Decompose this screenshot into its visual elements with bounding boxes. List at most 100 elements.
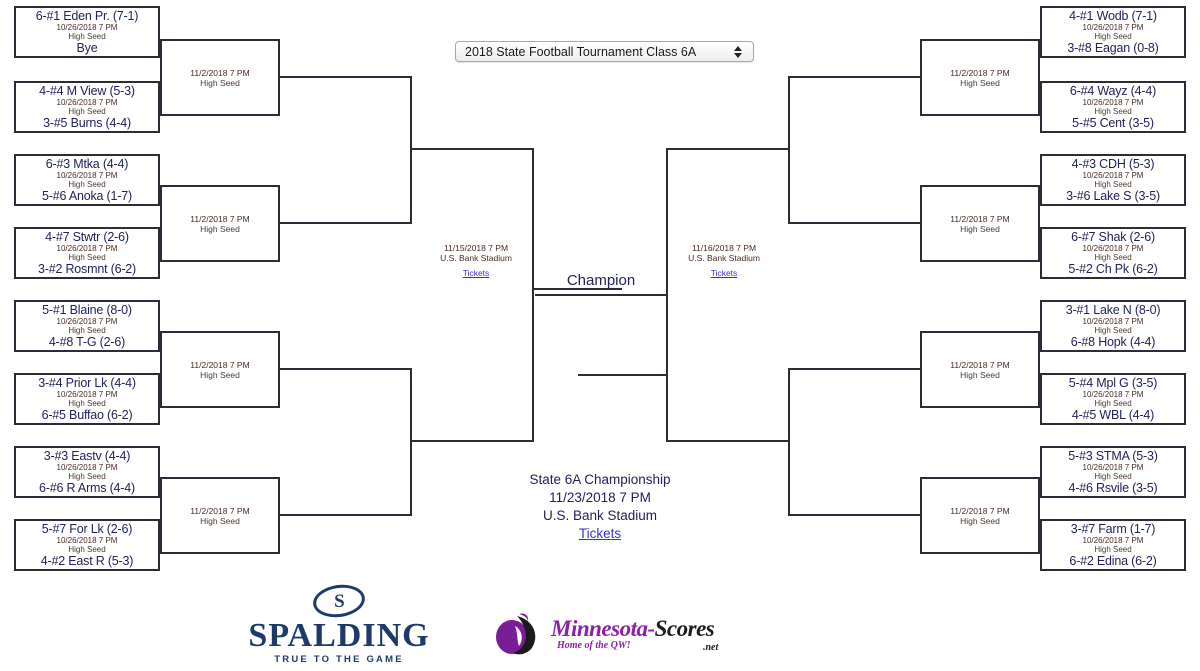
match-datetime: 10/26/2018 7 PM	[1082, 390, 1144, 399]
match-box-right-5[interactable]: 3-#1 Lake N (8-0) 10/26/2018 7 PM High S…	[1040, 300, 1186, 352]
connector-line	[788, 76, 790, 224]
championship-info: State 6A Championship 11/23/2018 7 PM U.…	[480, 471, 720, 543]
stepper-icon[interactable]	[727, 45, 753, 58]
team-top: 4-#3 CDH (5-3)	[1071, 157, 1155, 171]
connector-line	[778, 440, 790, 442]
team-top: 5-#4 Mpl G (3-5)	[1068, 376, 1158, 390]
tournament-select-value: 2018 State Football Tournament Class 6A	[465, 44, 697, 59]
team-bottom: 6-#2 Edina (6-2)	[1069, 554, 1157, 568]
match-box-left-4[interactable]: 4-#7 Stwtr (2-6) 10/26/2018 7 PM High Se…	[14, 227, 160, 279]
triangle-down-icon	[734, 52, 742, 58]
connector-line	[280, 222, 412, 224]
match-datetime: 10/26/2018 7 PM	[1082, 463, 1144, 472]
championship-title: State 6A Championship	[529, 472, 671, 487]
connector-line	[280, 76, 412, 78]
match-box-left-2[interactable]: 4-#4 M View (5-3) 10/26/2018 7 PM High S…	[14, 81, 160, 133]
tickets-link[interactable]: Tickets	[710, 268, 738, 278]
match-box-left-1[interactable]: 6-#1 Eden Pr. (7-1) 10/26/2018 7 PM High…	[14, 6, 160, 58]
spalding-ball-icon: S	[311, 581, 367, 621]
match-box-left-5[interactable]: 5-#1 Blaine (8-0) 10/26/2018 7 PM High S…	[14, 300, 160, 352]
match-datetime: 10/26/2018 7 PM	[1082, 23, 1144, 32]
match-datetime: 10/26/2018 7 PM	[56, 536, 118, 545]
match-box-right-2[interactable]: 6-#4 Wayz (4-4) 10/26/2018 7 PM High See…	[1040, 81, 1186, 133]
match-box-left-6[interactable]: 3-#4 Prior Lk (4-4) 10/26/2018 7 PM High…	[14, 373, 160, 425]
match-datetime: 11/2/2018 7 PM	[950, 359, 1010, 370]
match-box-left-7[interactable]: 3-#3 Eastv (4-4) 10/26/2018 7 PM High Se…	[14, 446, 160, 498]
team-bottom: 6-#8 Hopk (4-4)	[1070, 335, 1156, 349]
match-datetime: 11/2/2018 7 PM	[190, 213, 250, 224]
match-datetime: 10/26/2018 7 PM	[56, 244, 118, 253]
match-box-right-qf-4[interactable]: 11/2/2018 7 PM High Seed	[920, 477, 1040, 554]
connector-line	[280, 514, 412, 516]
semifinal-venue: U.S. Bank Stadium	[440, 253, 512, 263]
match-location: High Seed	[960, 369, 1000, 380]
match-datetime: 11/2/2018 7 PM	[190, 505, 250, 516]
match-box-right-qf-3[interactable]: 11/2/2018 7 PM High Seed	[920, 331, 1040, 408]
team-top: 3-#1 Lake N (8-0)	[1065, 303, 1161, 317]
match-datetime: 11/2/2018 7 PM	[950, 213, 1010, 224]
match-box-left-3[interactable]: 6-#3 Mtka (4-4) 10/26/2018 7 PM High See…	[14, 154, 160, 206]
match-box-left-qf-3[interactable]: 11/2/2018 7 PM High Seed	[160, 331, 280, 408]
team-top: 4-#1 Wodb (7-1)	[1069, 9, 1157, 23]
match-box-right-3[interactable]: 4-#3 CDH (5-3) 10/26/2018 7 PM High Seed…	[1040, 154, 1186, 206]
connector-line	[410, 368, 412, 516]
tournament-select[interactable]: 2018 State Football Tournament Class 6A	[455, 41, 754, 62]
match-box-left-qf-4[interactable]: 11/2/2018 7 PM High Seed	[160, 477, 280, 554]
match-box-right-qf-2[interactable]: 11/2/2018 7 PM High Seed	[920, 185, 1040, 262]
match-location: High Seed	[1094, 326, 1132, 335]
match-location: High Seed	[960, 515, 1000, 526]
match-datetime: 11/2/2018 7 PM	[190, 359, 250, 370]
connector-line	[788, 222, 920, 224]
match-box-right-8[interactable]: 3-#7 Farm (1-7) 10/26/2018 7 PM High See…	[1040, 519, 1186, 571]
match-box-left-qf-1[interactable]: 11/2/2018 7 PM High Seed	[160, 39, 280, 116]
team-top: 6-#7 Shak (2-6)	[1071, 230, 1155, 244]
semifinal-line-top	[420, 148, 534, 150]
minnesota-scores-domain: .net	[702, 642, 719, 653]
team-bottom: 4-#2 East R (5-3)	[40, 554, 134, 568]
match-datetime: 10/26/2018 7 PM	[1082, 98, 1144, 107]
tickets-link[interactable]: Tickets	[462, 268, 490, 278]
minnesota-scores-name: Minnesota-Scores	[551, 616, 715, 641]
match-box-right-6[interactable]: 5-#4 Mpl G (3-5) 10/26/2018 7 PM High Se…	[1040, 373, 1186, 425]
tickets-link[interactable]: Tickets	[578, 526, 622, 541]
connector-line	[788, 76, 920, 78]
minnesota-scores-logo: Minnesota-Scores .net Home of the QW!	[495, 610, 718, 666]
match-location: High Seed	[200, 515, 240, 526]
match-location: High Seed	[1094, 107, 1132, 116]
match-datetime: 10/26/2018 7 PM	[1082, 244, 1144, 253]
connector-line	[410, 440, 422, 442]
match-location: High Seed	[1094, 472, 1132, 481]
team-bottom: 4-#5 WBL (4-4)	[1071, 408, 1155, 422]
semifinal-datetime: 11/15/2018 7 PM	[443, 243, 509, 253]
match-location: High Seed	[1094, 32, 1132, 41]
connector-line	[280, 368, 412, 370]
team-top: 6-#4 Wayz (4-4)	[1069, 84, 1157, 98]
match-datetime: 11/2/2018 7 PM	[950, 67, 1010, 78]
match-box-right-1[interactable]: 4-#1 Wodb (7-1) 10/26/2018 7 PM High See…	[1040, 6, 1186, 58]
match-box-right-7[interactable]: 5-#3 STMA (5-3) 10/26/2018 7 PM High See…	[1040, 446, 1186, 498]
match-box-right-4[interactable]: 6-#7 Shak (2-6) 10/26/2018 7 PM High See…	[1040, 227, 1186, 279]
team-bottom: 5-#2 Ch Pk (6-2)	[1068, 262, 1158, 276]
team-top: 3-#3 Eastv (4-4)	[43, 449, 131, 463]
match-datetime: 10/26/2018 7 PM	[56, 23, 118, 32]
team-bottom: 6-#5 Buffao (6-2)	[41, 408, 133, 422]
match-location: High Seed	[68, 545, 106, 554]
connector-line	[410, 148, 422, 150]
spalding-mark-letter: S	[333, 590, 345, 612]
connector-line	[788, 368, 920, 370]
team-bottom: 5-#5 Cent (3-5)	[1072, 116, 1154, 130]
match-box-right-qf-1[interactable]: 11/2/2018 7 PM High Seed	[920, 39, 1040, 116]
semifinal-line-vertical	[532, 148, 534, 442]
match-box-left-qf-2[interactable]: 11/2/2018 7 PM High Seed	[160, 185, 280, 262]
match-box-left-8[interactable]: 5-#7 For Lk (2-6) 10/26/2018 7 PM High S…	[14, 519, 160, 571]
match-location: High Seed	[68, 32, 106, 41]
team-bottom: 4-#8 T-G (2-6)	[48, 335, 126, 349]
match-datetime: 10/26/2018 7 PM	[1082, 171, 1144, 180]
championship-venue: U.S. Bank Stadium	[542, 508, 658, 523]
ms-name-part1: Minnesota-	[551, 616, 655, 641]
match-location: High Seed	[68, 253, 106, 262]
match-datetime: 10/26/2018 7 PM	[56, 317, 118, 326]
semifinal-datetime: 11/16/2018 7 PM	[691, 243, 757, 253]
match-datetime: 10/26/2018 7 PM	[56, 390, 118, 399]
